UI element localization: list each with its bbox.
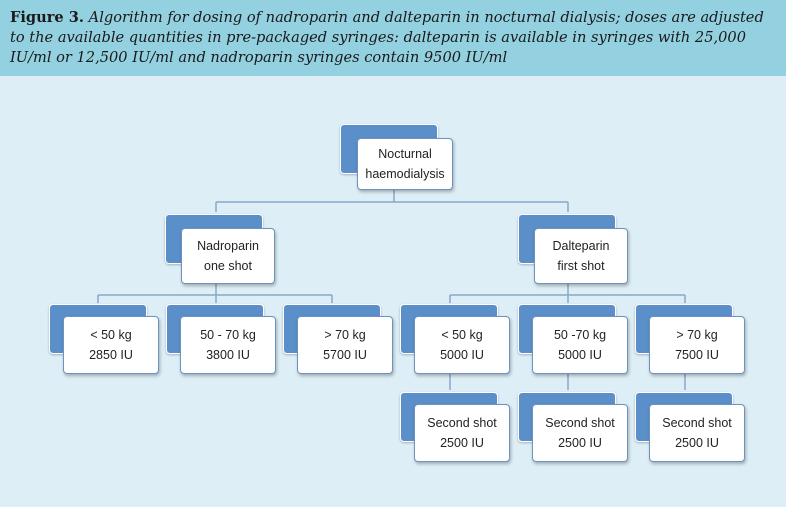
node-label-line1: < 50 kg: [441, 328, 483, 342]
node-front: 50 -70 kg 5000 IU: [532, 316, 628, 374]
node-front: Second shot 2500 IU: [532, 404, 628, 462]
node-label-line2: first shot: [557, 259, 605, 273]
node-label-line1: > 70 kg: [324, 328, 366, 342]
node-label-line2: 2500 IU: [675, 436, 719, 450]
node-label-line2: 2850 IU: [89, 348, 133, 362]
connector-nadroparin: [97, 282, 333, 303]
node-label-line2: 3800 IU: [206, 348, 250, 362]
node-label-line1: Second shot: [427, 416, 497, 430]
node-label-line1: Second shot: [662, 416, 732, 430]
figure-caption: Figure 3. Algorithm for dosing of nadrop…: [0, 0, 786, 76]
node-front: Second shot 2500 IU: [414, 404, 510, 462]
caption-text: Algorithm for dosing of nadroparin and d…: [10, 9, 764, 66]
node-label-line1: Second shot: [545, 416, 615, 430]
caption-label: Figure 3.: [10, 9, 85, 26]
node-label-line2: 5000 IU: [440, 348, 484, 362]
node-label-line2: one shot: [204, 259, 252, 273]
node-label-line2: 5000 IU: [558, 348, 602, 362]
node-label-line1: 50 - 70 kg: [200, 328, 256, 342]
connector-dalteparin: [449, 282, 686, 303]
node-front: > 70 kg 5700 IU: [297, 316, 393, 374]
node-front: 50 - 70 kg 3800 IU: [180, 316, 276, 374]
node-label-line1: > 70 kg: [676, 328, 718, 342]
node-label-line2: 7500 IU: [675, 348, 719, 362]
node-label-line1: Dalteparin: [552, 239, 610, 253]
node-label-line2: haemodialysis: [365, 167, 445, 181]
node-label-line2: 2500 IU: [440, 436, 484, 450]
node-front: Nadroparin one shot: [181, 228, 275, 284]
node-front: < 50 kg 5000 IU: [414, 316, 510, 374]
node-label-line1: Nocturnal: [378, 147, 432, 161]
node-label-line2: 2500 IU: [558, 436, 602, 450]
node-front: Second shot 2500 IU: [649, 404, 745, 462]
node-front: < 50 kg 2850 IU: [63, 316, 159, 374]
node-label-line2: 5700 IU: [323, 348, 367, 362]
node-front: Nocturnal haemodialysis: [357, 138, 453, 190]
node-front: Dalteparin first shot: [534, 228, 628, 284]
connector-root: [215, 190, 569, 212]
node-label-line1: < 50 kg: [90, 328, 132, 342]
node-label-line1: Nadroparin: [197, 239, 259, 253]
node-front: > 70 kg 7500 IU: [649, 316, 745, 374]
connector-second-shot: [449, 374, 686, 390]
node-label-line1: 50 -70 kg: [553, 328, 607, 342]
